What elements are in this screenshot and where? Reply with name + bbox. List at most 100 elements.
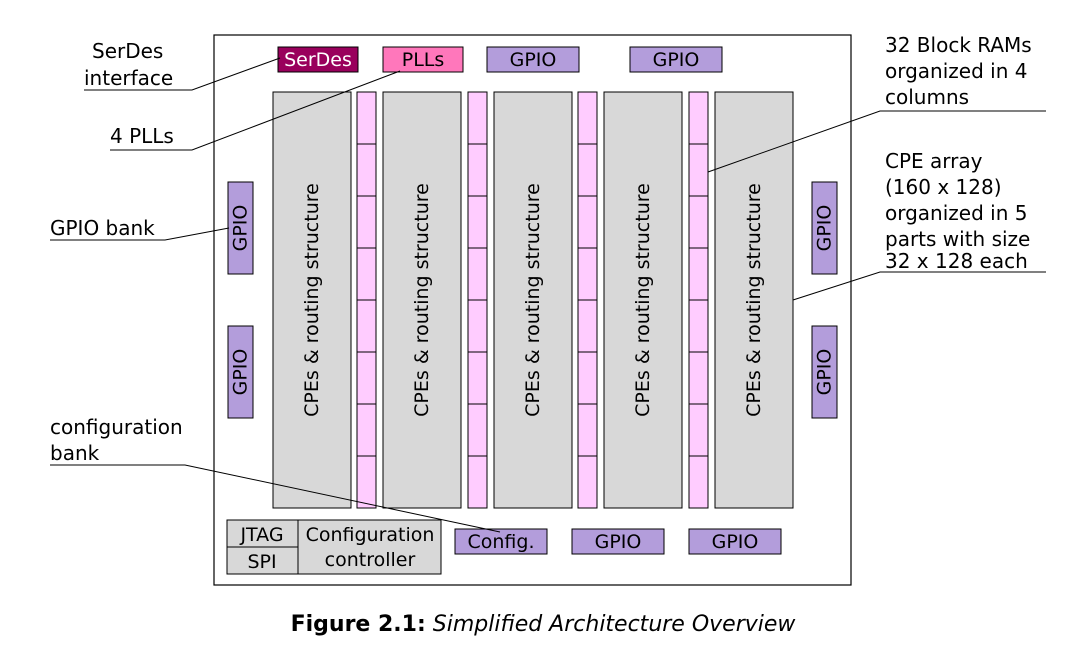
block-ram-cell (356, 247, 377, 301)
block-ram-cell (467, 351, 488, 405)
cpe-column-1-rect (272, 91, 352, 509)
config-controller-line-1: Configuration (306, 524, 435, 546)
leader-plls (110, 70, 401, 151)
block-ram-cell (356, 91, 377, 145)
gpio-bottom-1-text: GPIO (595, 531, 642, 553)
block-ram-cell (688, 299, 709, 353)
block-ram-cell (467, 91, 488, 145)
label-block-rams-line-2: organized in 4 (885, 59, 1027, 83)
spi-text: SPI (247, 551, 276, 573)
cpe-column-1-text: CPEs & routing structure (301, 183, 323, 417)
config-rect (454, 528, 548, 555)
cpe-column-5: CPEs & routing structure (714, 91, 794, 509)
label-serdes-line-1: SerDes (92, 39, 163, 63)
gpio-left-1: GPIO (227, 181, 254, 275)
block-ram-cell (356, 195, 377, 249)
block-ram-cell (467, 455, 488, 509)
label-config-bank-line-1: configuration (50, 415, 183, 439)
label-cpe-array-line-5: 32 x 128 each (885, 249, 1028, 273)
gpio-right-2-text: GPIO (814, 349, 836, 396)
config-controller-line-2: controller (325, 549, 416, 571)
gpio-top-2-text: GPIO (653, 49, 700, 71)
config-text: Config. (467, 531, 534, 553)
cpe-column-2: CPEs & routing structure (382, 91, 462, 509)
gpio-top-1: GPIO (486, 46, 580, 73)
block-ram-cell (688, 247, 709, 301)
leader-lines (50, 57, 1046, 533)
label-block-rams-line-1: 32 Block RAMs (885, 33, 1032, 57)
cpe-column-4-text: CPEs & routing structure (632, 183, 654, 417)
block-ram-cell (688, 91, 709, 145)
label-gpio-bank: GPIO bank (50, 216, 155, 240)
block-ram-cell (688, 143, 709, 197)
config-controller-group: JTAG SPI Configuration controller (226, 519, 442, 575)
gpio-top-2-rect (629, 46, 723, 73)
gpio-left-2-rect (227, 325, 254, 419)
label-cpe-array-line-1: CPE array (885, 149, 983, 173)
cpe-column-5-rect (714, 91, 794, 509)
leader-cpe-array (792, 271, 1046, 301)
block-ram-cell (356, 403, 377, 457)
label-plls: 4 PLLs (110, 124, 174, 148)
serdes-block: SerDes (277, 46, 359, 73)
gpio-top-1-rect (486, 46, 580, 73)
cpe-column-4-rect (603, 91, 683, 509)
leader-serdes (84, 57, 281, 91)
block-ram-cell (356, 143, 377, 197)
block-ram-column-1 (356, 91, 377, 509)
gpio-right-1: GPIO (811, 181, 838, 275)
gpio-top-2: GPIO (629, 46, 723, 73)
gpio-bottom-2: GPIO (688, 528, 782, 555)
cpe-column-3-rect (493, 91, 573, 509)
jtag-text: JTAG (239, 524, 283, 546)
cpe-column-2-text: CPEs & routing structure (411, 183, 433, 417)
block-ram-cell (467, 403, 488, 457)
serdes-rect (277, 46, 359, 73)
block-ram-column-4 (688, 91, 709, 509)
gpio-right-1-text: GPIO (814, 205, 836, 252)
block-ram-cell (577, 91, 598, 145)
label-cpe-array-line-2: (160 x 128) (885, 175, 1002, 199)
cpe-column-3: CPEs & routing structure (493, 91, 573, 509)
block-ram-cell (467, 143, 488, 197)
block-ram-cell (577, 455, 598, 509)
gpio-right-2: GPIO (811, 325, 838, 419)
block-ram-cell (356, 299, 377, 353)
block-ram-cell (467, 195, 488, 249)
gpio-bottom-1-rect (571, 528, 665, 555)
block-ram-cell (688, 455, 709, 509)
block-ram-column-3 (577, 91, 598, 509)
gpio-right-2-rect (811, 325, 838, 419)
cpe-column-3-text: CPEs & routing structure (522, 183, 544, 417)
block-ram-cell (688, 403, 709, 457)
block-ram-cell (577, 403, 598, 457)
block-ram-cell (467, 247, 488, 301)
leader-gpio-bank (50, 227, 230, 241)
leader-block-rams (707, 110, 1046, 173)
serdes-text: SerDes (284, 49, 352, 71)
block-ram-cell (688, 351, 709, 405)
gpio-right-1-rect (811, 181, 838, 275)
block-ram-cell (577, 195, 598, 249)
block-ram-cell (356, 455, 377, 509)
gpio-bottom-2-text: GPIO (712, 531, 759, 553)
block-ram-cell (577, 299, 598, 353)
label-cpe-array-line-4: parts with size (885, 227, 1030, 251)
figure-number: Figure 2.1: (290, 612, 426, 637)
gpio-left-1-text: GPIO (230, 205, 252, 252)
label-block-rams-line-3: columns (885, 85, 969, 109)
figure-title: Simplified Architecture Overview (432, 612, 796, 637)
block-ram-column-2 (467, 91, 488, 509)
cpe-column-2-rect (382, 91, 462, 509)
block-ram-cell (577, 143, 598, 197)
label-cpe-array-line-3: organized in 5 (885, 201, 1027, 225)
block-ram-cell (688, 195, 709, 249)
label-serdes-line-2: interface (84, 66, 173, 90)
cpe-column-5-text: CPEs & routing structure (743, 183, 765, 417)
plls-rect (382, 46, 464, 73)
block-ram-cell (577, 247, 598, 301)
block-ram-cell (356, 351, 377, 405)
plls-text: PLLs (402, 49, 445, 71)
gpio-left-2: GPIO (227, 325, 254, 419)
